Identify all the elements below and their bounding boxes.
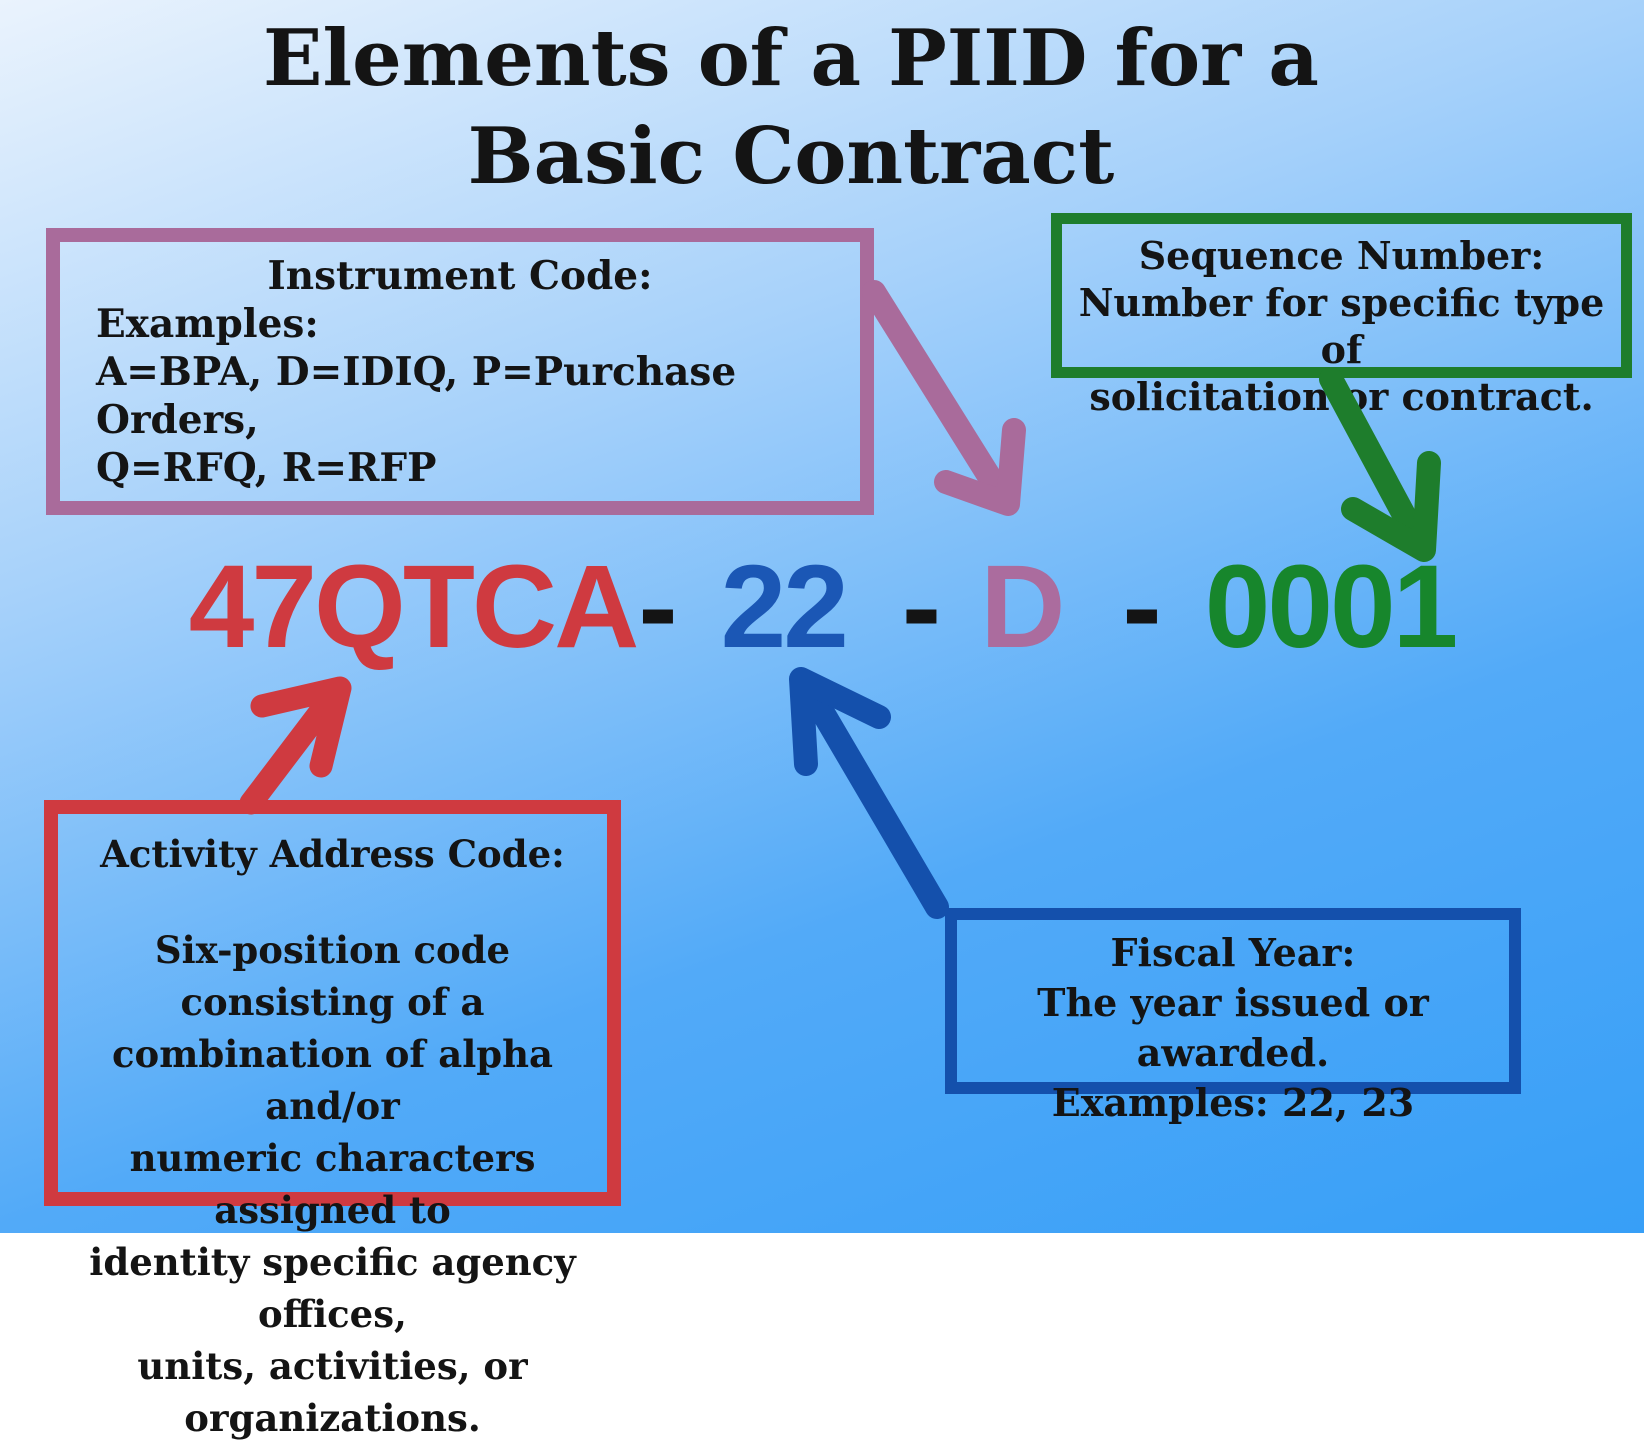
title-line-1: Elements of a PIID for a (263, 13, 1319, 104)
activity-address-code-line: combination of alpha and/or (111, 1032, 554, 1128)
piid-sequence-number: 0001 (1204, 541, 1459, 673)
fiscal-year-line: The year issued or awarded. (1037, 980, 1429, 1075)
instrument-code-line: A=BPA, D=IDIQ, P=Purchase Orders, (96, 349, 737, 443)
sequence-number-box: Sequence Number: Number for specific typ… (1051, 213, 1632, 419)
fiscal-year-box: Fiscal Year: The year issued or awarded.… (945, 908, 1521, 1125)
activity-address-code-box-title: Activity Address Code: (100, 832, 565, 876)
sequence-number-line: solicitation or contract. (1089, 374, 1594, 419)
title-line-2: Basic Contract (467, 111, 1115, 202)
activity-address-code-line: identity specific agency offices, (89, 1240, 576, 1336)
activity-address-code-line: numeric characters assigned to (129, 1136, 536, 1232)
fiscal-year-line: Fiscal Year: (1110, 930, 1356, 975)
piid-dash: - (901, 541, 941, 673)
activity-address-code-line: units, activities, or organizations. (137, 1344, 528, 1440)
instrument-code-line: Examples: (96, 301, 319, 347)
activity-address-code-arrow (239, 676, 352, 815)
fiscal-year-line: Examples: 22, 23 (1051, 1080, 1415, 1125)
sequence-number-line: Number for specific type of (1078, 280, 1605, 372)
instrument-code-line: Q=RFQ, R=RFP (96, 445, 437, 491)
page-title: Elements of a PIID for a Basic Contract (0, 10, 1644, 206)
instrument-code-box-title: Instrument Code: (267, 253, 653, 299)
piid-dash: - (638, 541, 677, 673)
instrument-code-arrow (862, 280, 1026, 516)
activity-address-code-line: Six-position code consisting of a (154, 928, 511, 1024)
fiscal-year-arrow (789, 667, 949, 919)
piid-activity-address-code: 47QTCA (188, 541, 640, 673)
activity-address-code-box: Activity Address Code: Six-position code… (44, 800, 621, 1440)
instrument-code-box: Instrument Code: Examples: A=BPA, D=IDIQ… (46, 228, 874, 515)
sequence-number-line: Sequence Number: (1138, 233, 1545, 278)
piid-instrument-code: D (980, 541, 1065, 673)
piid-code: 47QTCA-22-D-0001 (0, 532, 1644, 682)
piid-fiscal-year: 22 (720, 541, 849, 673)
piid-dash: - (1122, 541, 1161, 673)
